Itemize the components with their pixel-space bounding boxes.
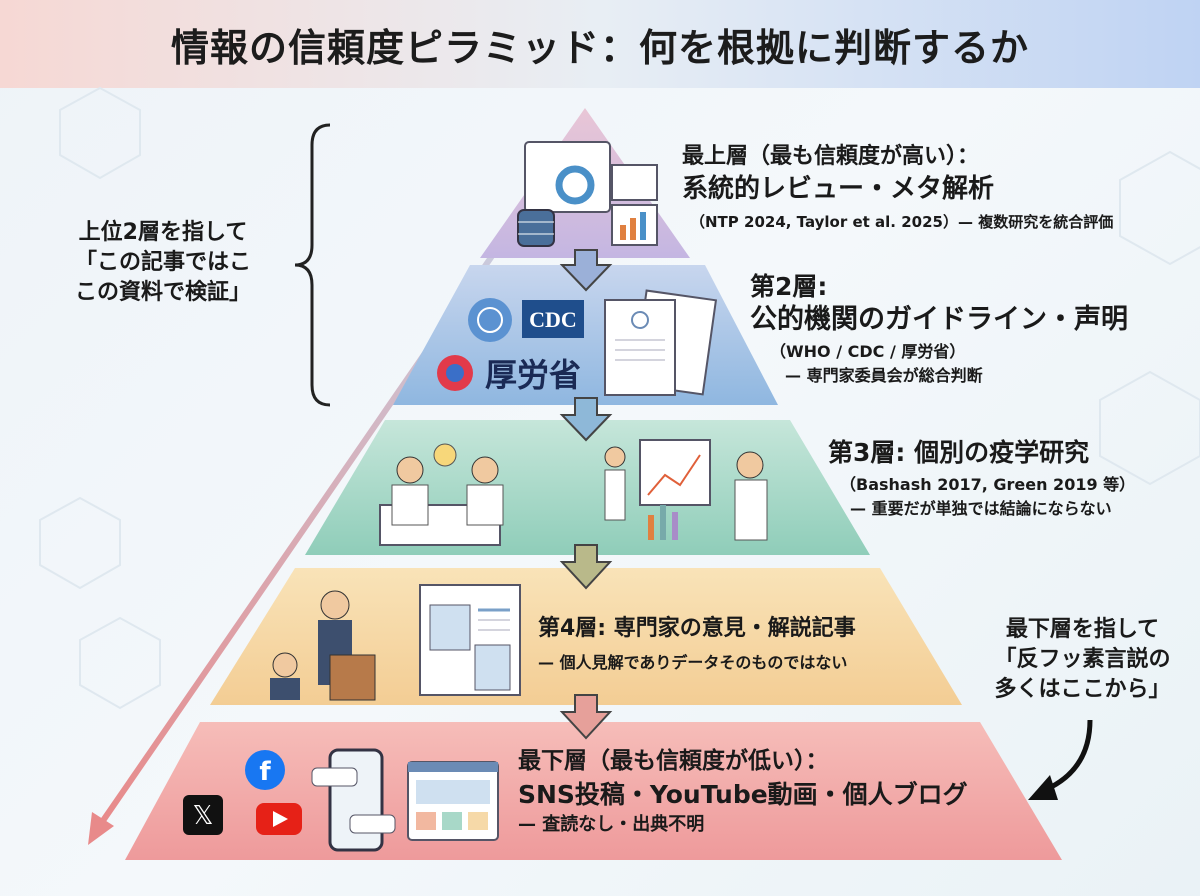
title-bar: 情報の信頼度ピラミッド：何を根拠に判断するか xyxy=(0,0,1200,88)
layer-heading: 第3層: 個別の疫学研究 xyxy=(828,438,1090,467)
scientist-icon xyxy=(604,439,768,541)
x-icon xyxy=(183,795,223,835)
svg-text:CDC: CDC xyxy=(529,307,577,332)
layer-subtext: — 個人見解でありデータそのものではない xyxy=(538,653,848,672)
newspaper-icon xyxy=(419,584,521,696)
mhlw-logo: 厚労省 xyxy=(437,355,581,394)
curved-arrow-icon xyxy=(1028,719,1093,800)
database-icon xyxy=(517,209,555,247)
left-annotation-line: 「この記事ではこ xyxy=(74,250,251,275)
layer-4-label: 第4層: 専門家の意見・解説記事 — 個人見解でありデータそのものではない xyxy=(538,612,856,675)
layer-subtext: （Bashash 2017, Green 2019 等） xyxy=(840,475,1136,494)
right-annotation-line: 「反フッ素言説の xyxy=(994,647,1171,672)
down-arrows xyxy=(559,249,613,740)
who-logo-icon xyxy=(468,298,512,342)
layer-subtext: — 査読なし・出典不明 xyxy=(518,814,705,835)
document-icon xyxy=(604,289,718,396)
layer-1-label: 最上層（最も信頼度が高い）： 系統的レビュー・メタ解析 （NTP 2024, T… xyxy=(682,140,1113,234)
layer-subtext: — 専門家委員会が総合判断 xyxy=(785,366,983,385)
layer-heading: SNS投稿・YouTube動画・個人ブログ xyxy=(518,780,968,809)
left-annotation: 上位2層を指して 「この記事ではこ この資料で検証」 xyxy=(28,218,298,308)
svg-text:f: f xyxy=(259,757,271,787)
right-annotation: 最下層を指して 「反フッ素言説の 多くはここから」 xyxy=(975,615,1190,705)
cdc-logo: CDC xyxy=(522,300,584,338)
layer-heading: 第2層: xyxy=(750,272,828,301)
hexagon-background xyxy=(39,86,1200,710)
browser-icon xyxy=(407,761,499,841)
layer-3-label: 第3層: 個別の疫学研究 （Bashash 2017, Green 2019 等… xyxy=(828,436,1135,521)
right-annotation-line: 最下層を指して xyxy=(1005,617,1160,642)
layer-2-label: 第2層: 公的機関のガイドライン・声明 （WHO / CDC / 厚労省） — … xyxy=(750,270,1128,388)
arrow-down-icon xyxy=(559,249,613,292)
layer-heading: 系統的レビュー・メタ解析 xyxy=(682,174,995,204)
right-annotation-line: 多くはここから」 xyxy=(994,677,1171,702)
chart-icon xyxy=(524,141,658,246)
layer-subtext: （WHO / CDC / 厚労省） xyxy=(770,342,966,361)
microscope-icon xyxy=(379,443,504,546)
layer-heading: 最下層（最も信頼度が低い）： xyxy=(518,748,829,774)
trust-direction-arrow xyxy=(88,148,568,845)
svg-text:厚労省: 厚労省 xyxy=(485,356,581,394)
svg-text:𝕏: 𝕏 xyxy=(193,801,214,831)
layer-subtext: — 重要だが単独では結論にならない xyxy=(850,499,1112,518)
facebook-icon xyxy=(245,750,285,790)
arrow-down-icon xyxy=(559,544,613,590)
layer-subtext: （NTP 2024, Taylor et al. 2025）— 複数研究を統合評… xyxy=(690,213,1114,231)
arrow-down-icon xyxy=(559,397,613,442)
layer-heading: 公的機関のガイドライン・声明 xyxy=(750,304,1128,335)
layer-heading: 第4層: 専門家の意見・解説記事 xyxy=(538,616,856,641)
layer-4-shape xyxy=(210,568,962,705)
speaker-icon xyxy=(270,590,376,701)
arrow-down-icon xyxy=(559,694,613,740)
layer-5-label: 最下層（最も信頼度が低い）： SNS投稿・YouTube動画・個人ブログ — 査… xyxy=(518,745,968,837)
left-annotation-line: この資料で検証」 xyxy=(74,280,251,305)
left-annotation-line: 上位2層を指して xyxy=(78,220,248,245)
smartphone-icon xyxy=(311,748,396,852)
left-brace xyxy=(294,123,331,407)
layer-heading: 最上層（最も信頼度が高い）： xyxy=(682,144,980,169)
page-title: 情報の信頼度ピラミッド：何を根拠に判断するか xyxy=(170,25,1029,70)
